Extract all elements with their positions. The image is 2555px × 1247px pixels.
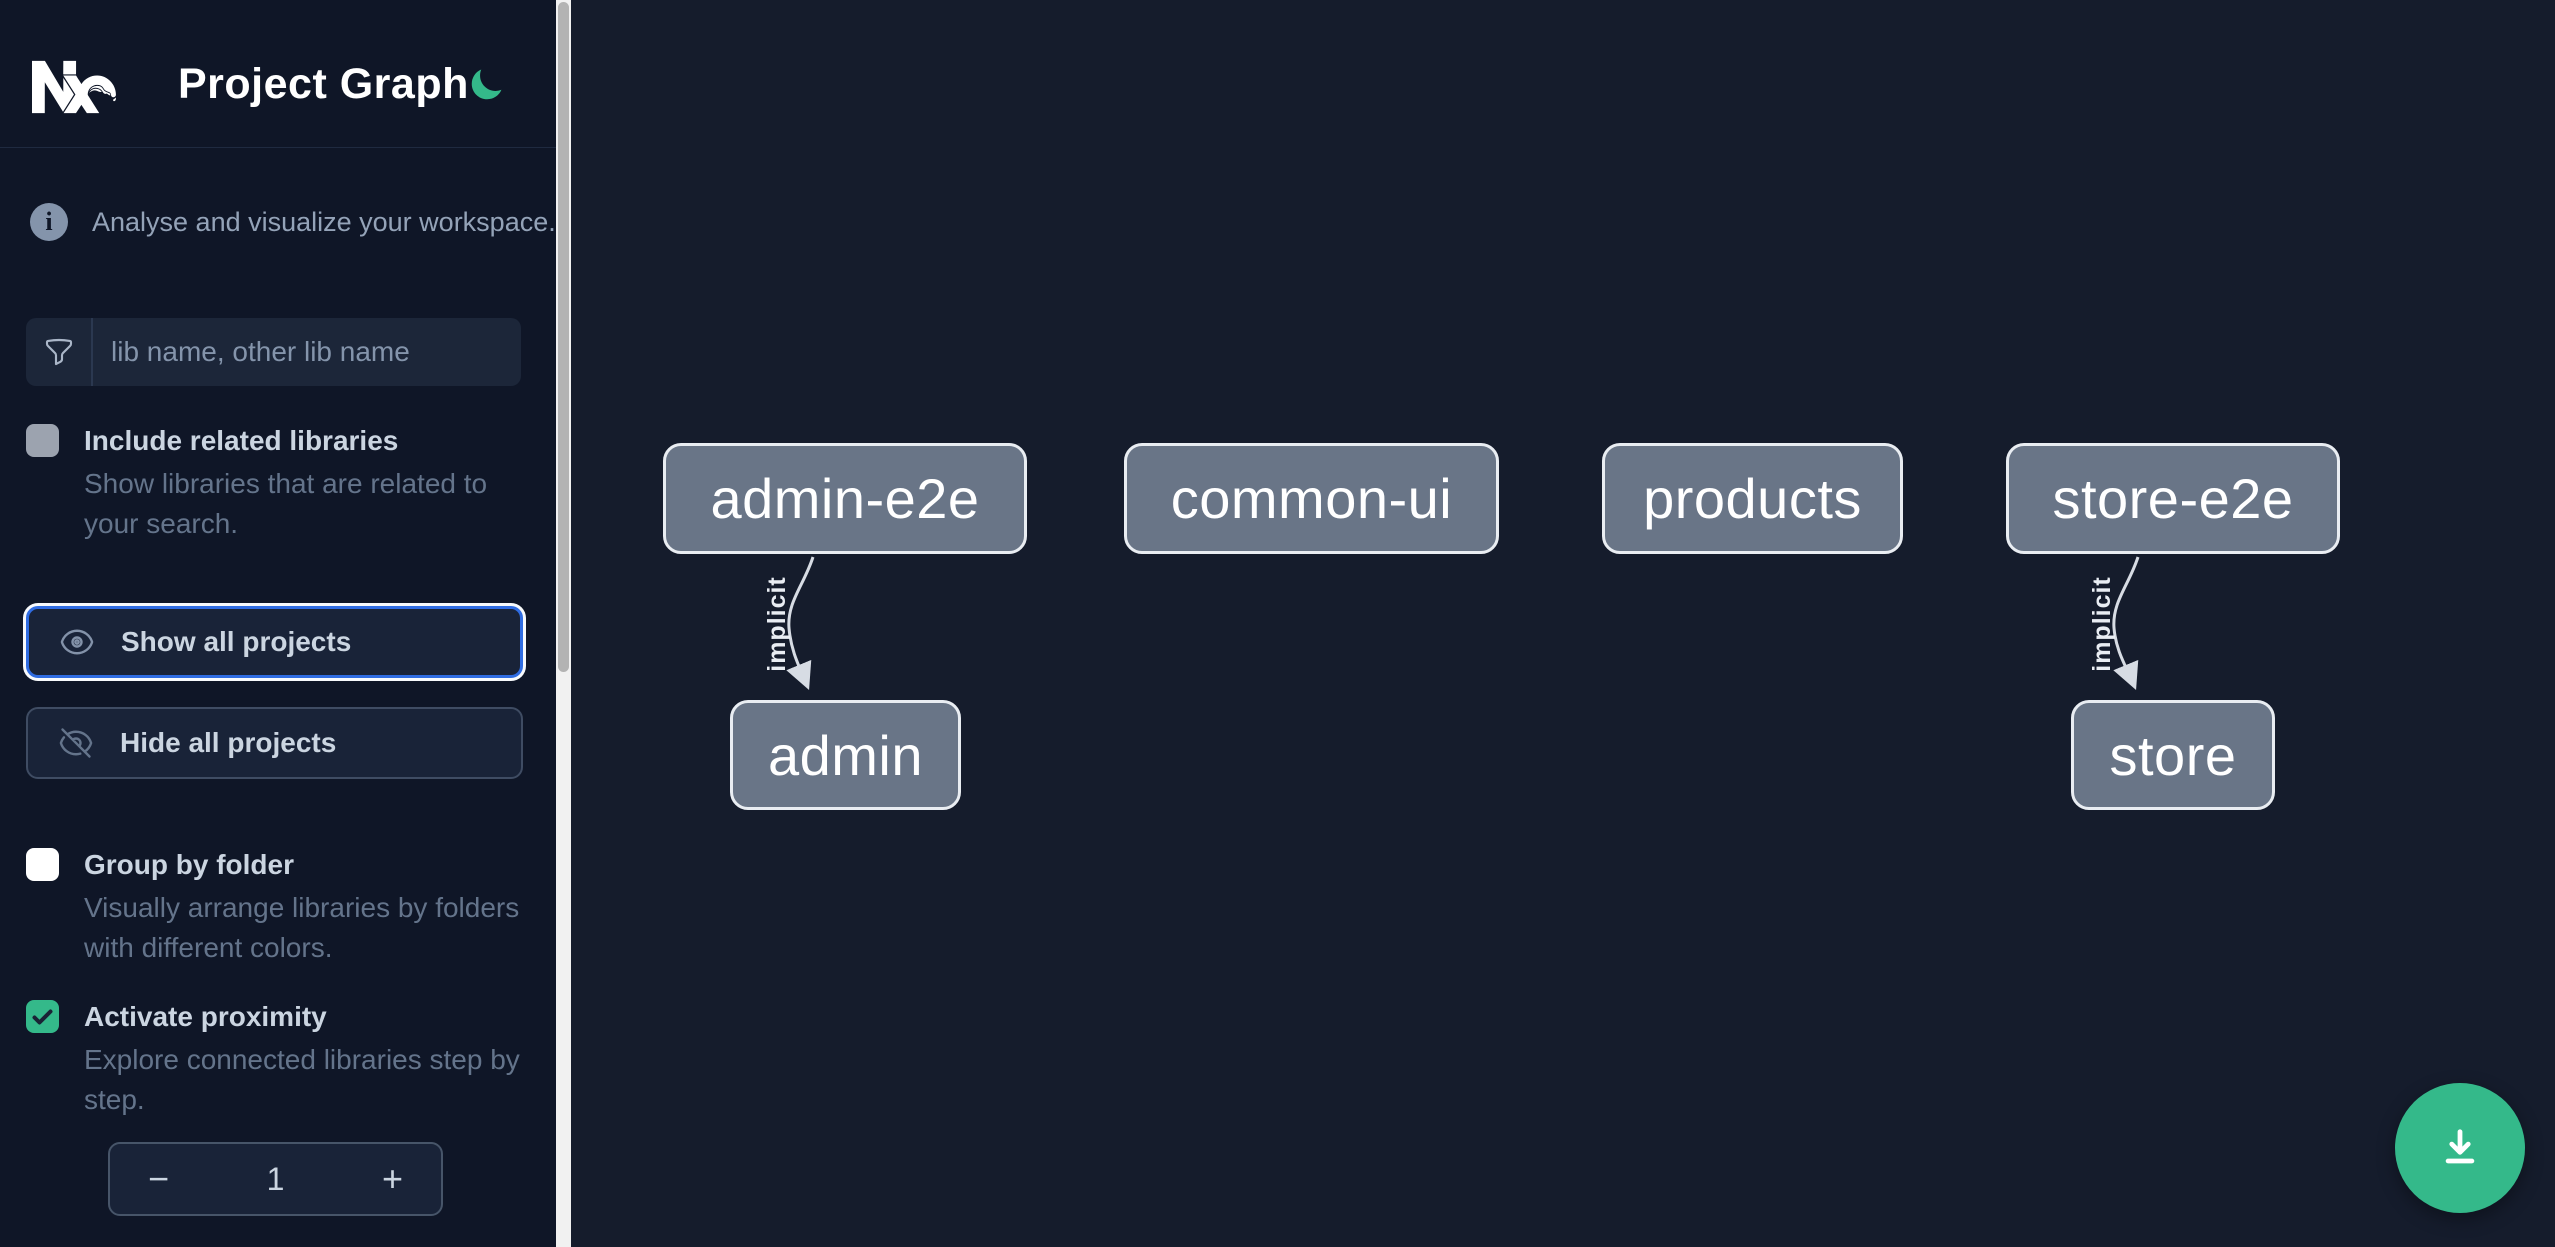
graph-node-common-ui[interactable]: common-ui: [1124, 443, 1499, 554]
include-related-row: Include related libraries Show libraries…: [26, 422, 526, 544]
nx-logo: [32, 60, 117, 114]
edge-admin-e2e-admin: [786, 556, 815, 690]
filter-funnel-icon: [26, 318, 93, 386]
graph-node-admin-e2e[interactable]: admin-e2e: [663, 443, 1027, 554]
hide-all-projects-button[interactable]: Hide all projects: [26, 707, 523, 779]
group-by-folder-row: Group by folder Visually arrange librari…: [26, 846, 526, 968]
check-icon: [32, 1009, 53, 1025]
include-related-checkbox[interactable]: [26, 424, 59, 457]
include-related-label: Include related libraries: [84, 425, 399, 456]
proximity-depth-stepper: − 1 +: [108, 1142, 443, 1216]
hide-all-projects-label: Hide all projects: [120, 727, 337, 758]
graph-node-store-e2e[interactable]: store-e2e: [2006, 443, 2340, 554]
edge-label-implicit-admin: implicit: [763, 576, 791, 672]
info-text: Analyse and visualize your workspace.: [92, 206, 556, 237]
proximity-depth-value: 1: [266, 1160, 285, 1197]
include-related-description: Show libraries that are related to your …: [84, 468, 488, 539]
show-all-projects-label: Show all projects: [121, 626, 352, 657]
eye-slash-icon: [59, 728, 93, 758]
sidebar-scrollbar-thumb[interactable]: [558, 2, 569, 672]
increment-button[interactable]: +: [344, 1144, 441, 1214]
eye-icon: [60, 629, 94, 655]
activate-proximity-label: Activate proximity: [84, 1001, 327, 1032]
edge-label-implicit-store: implicit: [2088, 576, 2116, 672]
search-input[interactable]: [93, 318, 521, 386]
sidebar-header: Project Graph: [0, 0, 556, 148]
moon-icon: [471, 69, 502, 99]
group-by-folder-label: Group by folder: [84, 849, 294, 880]
decrement-button[interactable]: −: [110, 1144, 207, 1214]
info-icon: i: [30, 203, 68, 241]
search-box: [26, 318, 521, 386]
graph-node-products[interactable]: products: [1602, 443, 1903, 554]
activate-proximity-description: Explore connected libraries step by step…: [84, 1044, 520, 1115]
sidebar-scrollbar[interactable]: [556, 0, 571, 1247]
theme-toggle-button[interactable]: [464, 64, 508, 108]
download-icon: [2445, 1129, 2475, 1164]
group-by-folder-checkbox[interactable]: [26, 848, 59, 881]
graph-node-store[interactable]: store: [2071, 700, 2275, 810]
page-title: Project Graph: [178, 60, 469, 108]
download-graph-button[interactable]: [2395, 1083, 2525, 1213]
edge-store-e2e-store: [2112, 556, 2140, 690]
activate-proximity-checkbox[interactable]: [26, 1000, 59, 1033]
workspace-info: i Analyse and visualize your workspace.: [30, 203, 556, 241]
graph-edges: implicit implicit: [763, 556, 2140, 690]
activate-proximity-row: Activate proximity Explore connected lib…: [26, 998, 526, 1120]
graph-node-admin[interactable]: admin: [730, 700, 961, 810]
sidebar: Project Graph i Analyse and visualize yo…: [0, 0, 556, 1247]
show-all-projects-button[interactable]: Show all projects: [26, 606, 523, 678]
group-by-folder-description: Visually arrange libraries by folders wi…: [84, 892, 520, 963]
project-graph-canvas[interactable]: implicit implicit admin-e2e common-ui pr…: [571, 0, 2555, 1247]
